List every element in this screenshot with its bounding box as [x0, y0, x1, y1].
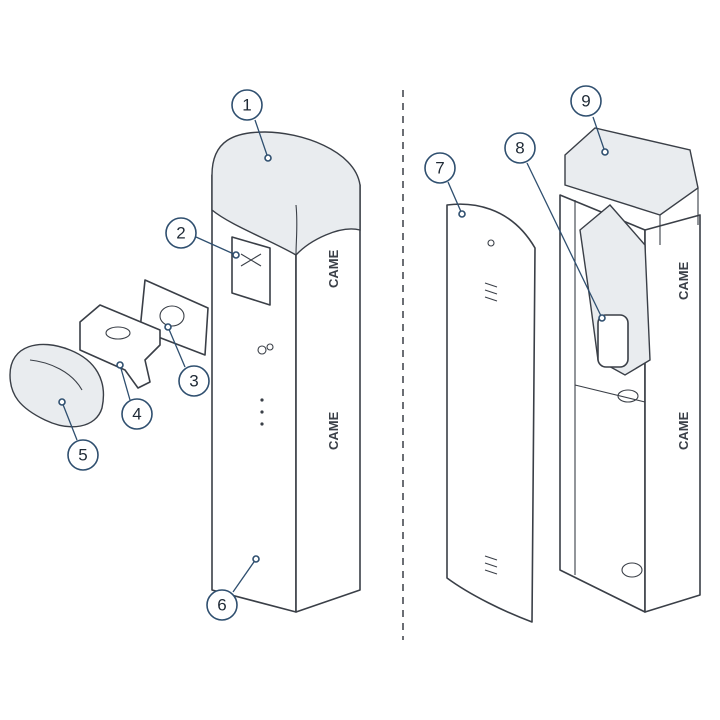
callout-2: 2 — [165, 217, 240, 259]
leader-line — [592, 116, 606, 153]
callout-7: 7 — [424, 152, 466, 218]
arm-cover-edge — [29, 359, 83, 391]
base-hole — [621, 562, 643, 578]
leader-line — [232, 558, 257, 593]
leader-line — [447, 181, 463, 215]
anchor-dot — [164, 323, 172, 331]
control-unit-edge — [659, 188, 699, 245]
callout-circle — [570, 85, 602, 117]
mounting-plate — [231, 236, 271, 306]
control-unit — [564, 127, 699, 216]
callout-label: 2 — [176, 224, 185, 243]
vent-dot — [260, 398, 264, 402]
bracket — [79, 304, 161, 389]
callout-circle — [206, 589, 238, 621]
brand-label-right-upper: CAME — [676, 261, 691, 300]
callout-label: 9 — [581, 92, 590, 111]
lock-hole — [257, 345, 267, 355]
cabinet-side-face — [295, 184, 361, 613]
callout-label: 6 — [217, 596, 226, 615]
anchor-dot — [598, 314, 606, 322]
leader-line — [119, 364, 131, 401]
callout-6: 6 — [206, 555, 260, 621]
callout-label: 4 — [132, 405, 141, 424]
plate-fan-symbol — [240, 253, 262, 267]
motor-cylinder — [597, 314, 629, 368]
vent-dot — [260, 410, 264, 414]
brand-label-right-lower: CAME — [676, 411, 691, 450]
door-lock-hole — [487, 239, 495, 247]
callout-label: 5 — [78, 446, 87, 465]
door-vent-top — [484, 282, 498, 302]
anchor-dot — [264, 154, 272, 162]
anchor-dot — [252, 555, 260, 563]
barrier-cabinet-open: CAME CAME — [446, 127, 701, 623]
callout-circle — [165, 217, 197, 249]
callout-label: 3 — [189, 372, 198, 391]
leader-line — [167, 326, 186, 368]
callout-1: 1 — [231, 89, 272, 162]
anchor-dot — [232, 251, 240, 259]
anchor-dot — [601, 148, 609, 156]
callout-3: 3 — [164, 323, 210, 397]
callout-circle — [67, 439, 99, 471]
leader-line — [61, 401, 78, 441]
door-vent-bottom — [484, 555, 498, 575]
leader-line — [254, 119, 269, 159]
leader-line — [526, 162, 603, 319]
callout-label: 1 — [242, 96, 251, 115]
callout-circle — [121, 398, 153, 430]
brand-label-lower: CAME — [326, 411, 341, 450]
callout-circle — [231, 89, 263, 121]
top-cover — [211, 131, 361, 256]
flange-plate-hole — [159, 305, 185, 327]
anchor-dot — [58, 398, 66, 406]
leader-line — [195, 236, 237, 256]
anchor-dot — [116, 361, 124, 369]
inner-shelf-hole — [617, 389, 639, 403]
exploded-parts — [9, 279, 209, 428]
brand-label-upper: CAME — [326, 249, 341, 288]
callout-label: 8 — [515, 139, 524, 158]
callout-9: 9 — [570, 85, 609, 156]
callout-8: 8 — [504, 132, 606, 322]
callout-circle — [424, 152, 456, 184]
callout-4: 4 — [116, 361, 153, 430]
barrier-cabinet-assembled: CAME CAME — [211, 131, 361, 613]
arm-cover — [9, 343, 105, 428]
bracket-hole — [105, 326, 131, 340]
anchor-dot — [458, 210, 466, 218]
front-door — [446, 203, 536, 623]
callout-label: 7 — [435, 159, 444, 178]
top-cover-edge — [295, 204, 298, 256]
callout-5: 5 — [58, 398, 99, 471]
lock-hole-2 — [266, 343, 274, 351]
callout-circle — [504, 132, 536, 164]
cabinet-shell-side — [644, 214, 701, 613]
callout-circle — [178, 365, 210, 397]
vent-dot — [260, 422, 264, 426]
